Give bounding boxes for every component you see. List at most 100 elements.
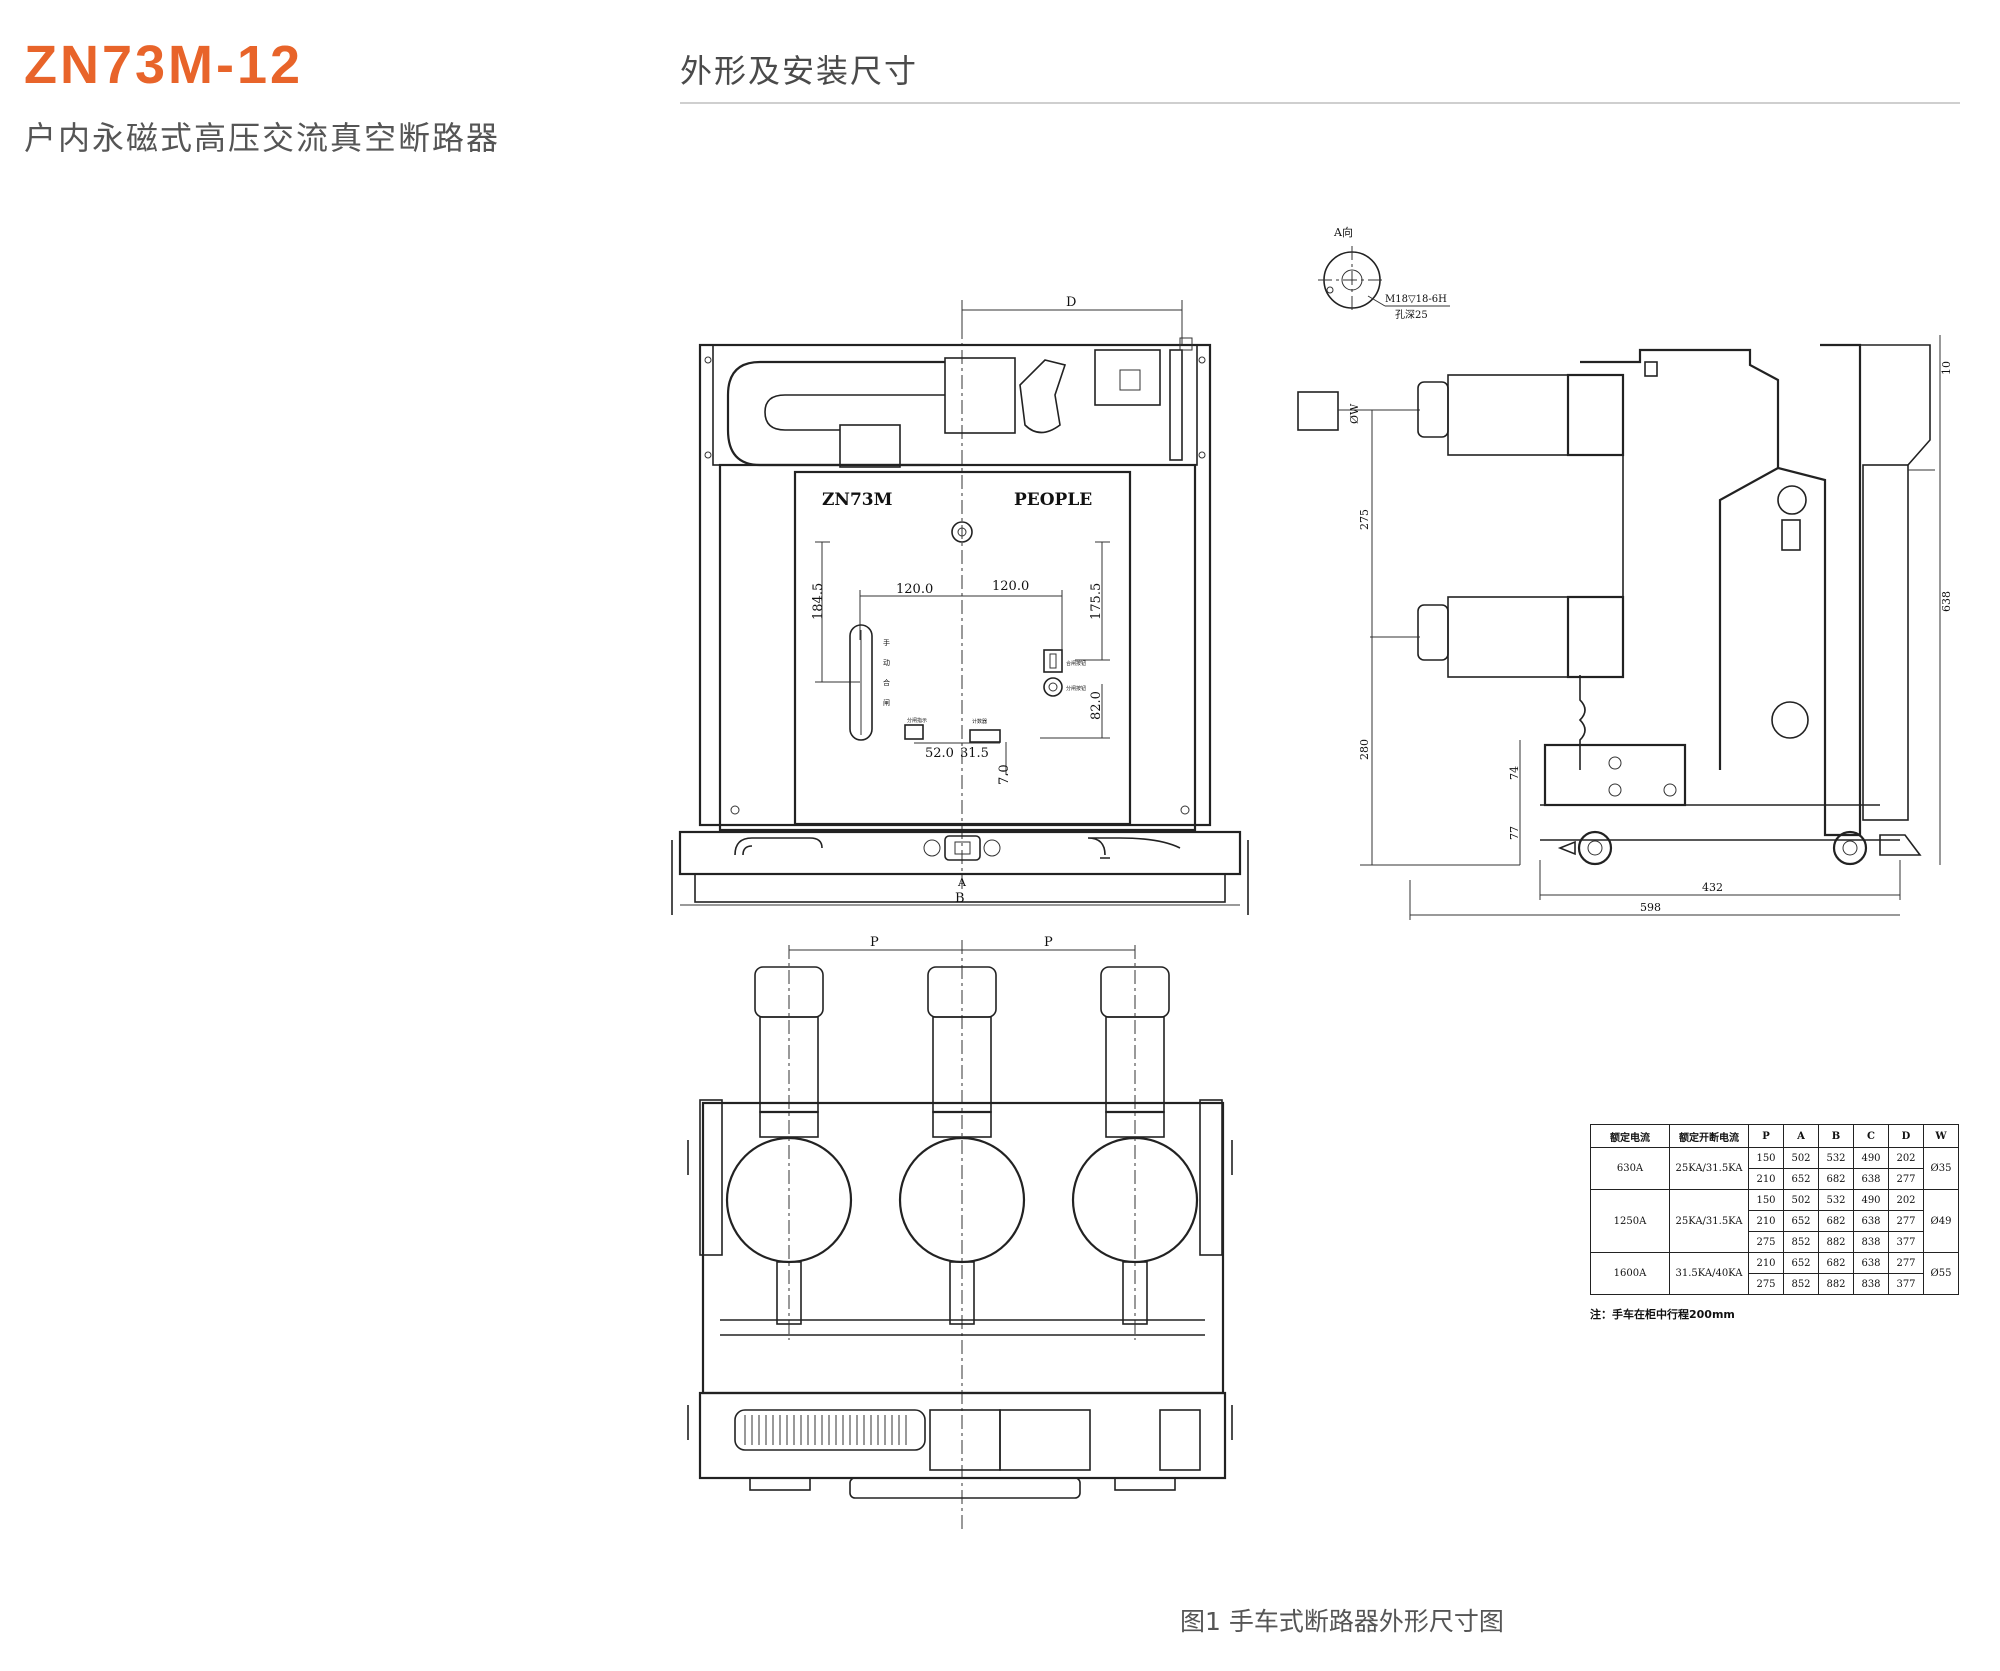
spec-cell: 638: [1853, 1168, 1889, 1190]
spec-cell: 490: [1853, 1147, 1889, 1169]
spec-cell: Ø55: [1923, 1252, 1959, 1295]
dim-432: 432: [1702, 881, 1723, 894]
spec-cell: 532: [1818, 1147, 1854, 1169]
spec-cell: 682: [1818, 1168, 1854, 1190]
side-view-drawing: A向 M18▽18-6H 孔深25 ØW 275 280 74: [1297, 225, 1953, 920]
svg-text:闸: 闸: [883, 699, 890, 707]
model-title: ZN73M-12: [24, 35, 304, 95]
pole-pitch-left: P: [870, 935, 879, 950]
dim-b-label: B: [955, 891, 965, 906]
spec-cell: 882: [1818, 1231, 1854, 1253]
spec-cell: Ø49: [1923, 1189, 1959, 1253]
top-view-drawing: P P: [687, 935, 1233, 1530]
svg-text:手: 手: [883, 638, 890, 647]
dim-598: 598: [1640, 901, 1661, 914]
spec-cell: 202: [1888, 1189, 1924, 1211]
dim-120-right: 120.0: [992, 579, 1029, 594]
spec-cell: 652: [1783, 1168, 1819, 1190]
spec-cell: 652: [1783, 1252, 1819, 1274]
dim-10: 10: [1940, 361, 1953, 375]
spec-cell: 1600A: [1590, 1252, 1670, 1295]
thread-spec: M18▽18-6H: [1385, 294, 1447, 305]
dim-74: 74: [1508, 766, 1521, 780]
detail-label: A向: [1333, 225, 1353, 239]
dim-280: 280: [1358, 739, 1371, 760]
figure-caption: 图1 手车式断路器外形尺寸图: [1180, 1607, 1504, 1636]
spec-cell: 210: [1748, 1252, 1784, 1274]
spec-cell: 682: [1818, 1210, 1854, 1232]
dim-175-5: 175.5: [1089, 583, 1104, 620]
spec-cell: 502: [1783, 1147, 1819, 1169]
product-name: 户内永磁式高压交流真空断路器: [24, 119, 501, 157]
spec-cell: 275: [1748, 1231, 1784, 1253]
dim-77: 77: [1508, 826, 1521, 840]
hole-depth: 孔深25: [1395, 309, 1428, 321]
spec-cell: 532: [1818, 1189, 1854, 1211]
spec-header-cell: 额定开断电流: [1669, 1124, 1749, 1148]
dim-31-5: 31.5: [960, 746, 989, 761]
spec-cell: 277: [1888, 1168, 1924, 1190]
svg-text:合闸按钮: 合闸按钮: [1066, 660, 1086, 667]
svg-text:分闸按钮: 分闸按钮: [1066, 685, 1086, 692]
spec-cell: 490: [1853, 1189, 1889, 1211]
panel-brand: PEOPLE: [1014, 490, 1092, 510]
spec-cell: 210: [1748, 1168, 1784, 1190]
spec-cell: Ø35: [1923, 1147, 1959, 1190]
spec-header-cell: C: [1853, 1124, 1889, 1148]
dim-diameter: ØW: [1348, 403, 1361, 424]
svg-text:合: 合: [883, 678, 890, 687]
spec-cell: 25KA/31.5KA: [1669, 1147, 1749, 1190]
spec-header-cell: W: [1923, 1124, 1959, 1148]
spec-cell: 638: [1853, 1252, 1889, 1274]
spec-cell: 882: [1818, 1273, 1854, 1295]
spec-cell: 1250A: [1590, 1189, 1670, 1253]
spec-cell: 25KA/31.5KA: [1669, 1189, 1749, 1253]
spec-cell: 277: [1888, 1252, 1924, 1274]
dim-a-mark: A: [957, 876, 967, 889]
spec-header-cell: B: [1818, 1124, 1854, 1148]
spec-cell: 210: [1748, 1210, 1784, 1232]
spec-cell: 275: [1748, 1273, 1784, 1295]
spec-cell: 502: [1783, 1189, 1819, 1211]
panel-model: ZN73M: [822, 490, 893, 510]
spec-cell: 838: [1853, 1231, 1889, 1253]
dim-184-5: 184.5: [811, 583, 826, 620]
svg-text:分闸指示: 分闸指示: [907, 717, 927, 724]
svg-text:计数器: 计数器: [972, 718, 987, 725]
spec-cell: 202: [1888, 1147, 1924, 1169]
dim-d-label: D: [1066, 295, 1076, 310]
dim-638: 638: [1940, 591, 1953, 612]
pole-pitch-right: P: [1044, 935, 1053, 950]
dim-82-0: 82.0: [1089, 691, 1104, 720]
dim-120-left: 120.0: [896, 582, 933, 597]
table-note: 注：手车在柜中行程200mm: [1590, 1308, 1735, 1321]
spec-cell: 150: [1748, 1189, 1784, 1211]
dim-7-0: 7.0: [997, 764, 1012, 785]
spec-header-cell: D: [1888, 1124, 1924, 1148]
dim-52-0: 52.0: [925, 746, 954, 761]
spec-header-cell: A: [1783, 1124, 1819, 1148]
dim-275: 275: [1358, 509, 1371, 530]
front-view-drawing: D ZN73M PEOPLE 184.5 120.0 120.0 175.5 8…: [671, 295, 1249, 915]
section-title: 外形及安装尺寸: [680, 52, 919, 90]
spec-header-cell: 额定电流: [1590, 1124, 1670, 1148]
spec-cell: 377: [1888, 1231, 1924, 1253]
spec-cell: 652: [1783, 1210, 1819, 1232]
spec-header-cell: P: [1748, 1124, 1784, 1148]
spec-cell: 852: [1783, 1231, 1819, 1253]
spec-cell: 630A: [1590, 1147, 1670, 1190]
spec-cell: 31.5KA/40KA: [1669, 1252, 1749, 1295]
spec-cell: 638: [1853, 1210, 1889, 1232]
spec-cell: 838: [1853, 1273, 1889, 1295]
spec-cell: 852: [1783, 1273, 1819, 1295]
spec-cell: 682: [1818, 1252, 1854, 1274]
svg-text:动: 动: [883, 658, 890, 667]
